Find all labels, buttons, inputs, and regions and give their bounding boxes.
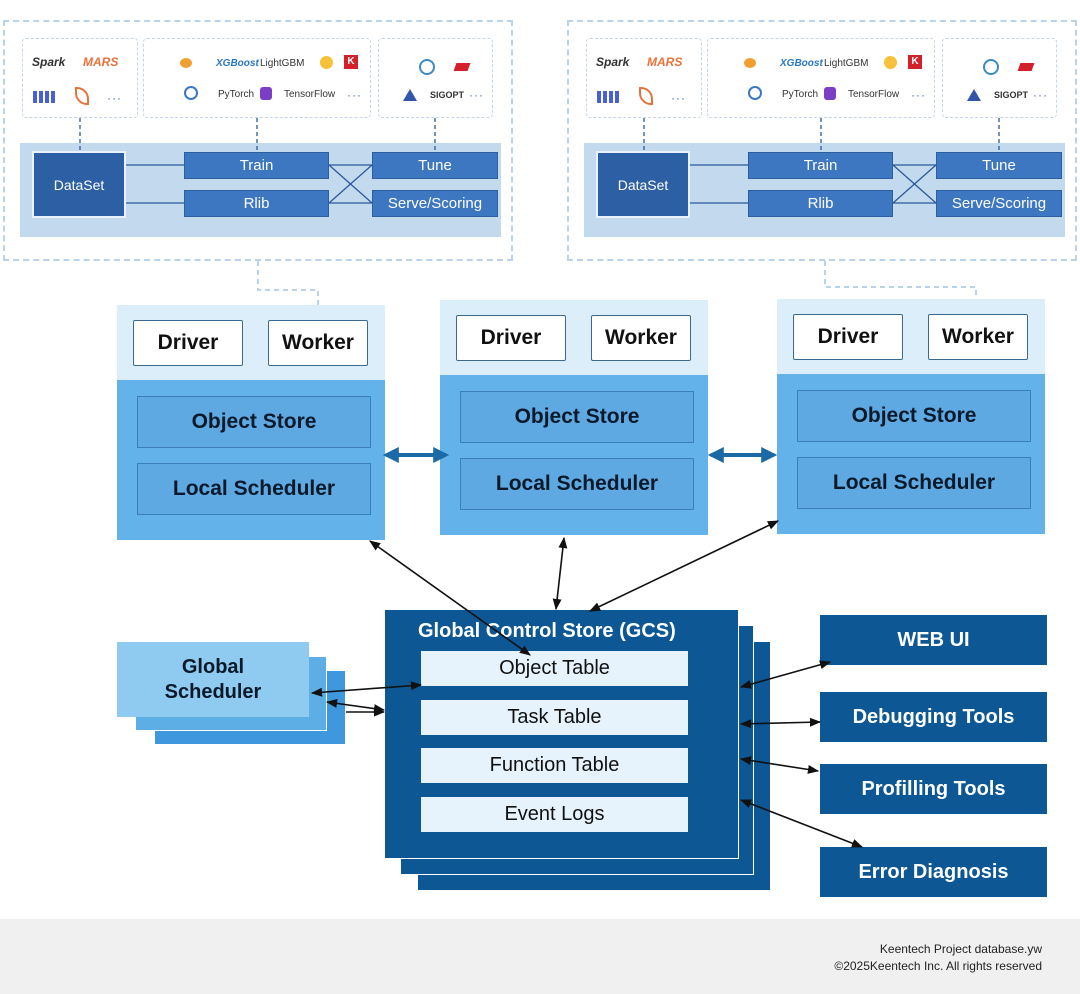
hexagon-icon <box>824 87 836 100</box>
function-table: Function Table <box>421 748 688 783</box>
profilling-tools-box: Profilling Tools <box>820 764 1047 814</box>
object-table: Object Table <box>421 651 688 686</box>
tune-box: Tune <box>936 152 1062 179</box>
spiral-icon <box>419 59 435 75</box>
jupyter-icon <box>180 58 192 68</box>
driver-box: Driver <box>133 320 243 366</box>
logo-group-left-1: Spark MARS ··· <box>22 38 138 118</box>
k-triangle-icon <box>403 89 417 101</box>
spiral-icon <box>983 59 999 75</box>
jupyter-icon <box>744 58 756 68</box>
local-scheduler-box: Local Scheduler <box>797 457 1031 509</box>
dataset-box: DataSet <box>32 151 126 218</box>
tensorflow-logo: TensorFlow <box>284 89 336 100</box>
sigopt-logo: SIGOPT <box>430 90 465 100</box>
spark-logo: Spark <box>32 55 66 69</box>
driver-box: Driver <box>456 315 566 361</box>
lightgbm-logo: LightGBM <box>260 58 305 69</box>
logo-group-middle-2: XGBoost LightGBM K PyTorch TensorFlow ··… <box>707 38 935 118</box>
ellipsis: ··· <box>671 91 686 105</box>
tune-box: Tune <box>372 152 498 179</box>
red-diamond-icon <box>1017 63 1035 71</box>
ray-icon <box>748 86 762 100</box>
dask-icon <box>597 91 621 103</box>
ellipsis: ··· <box>1033 88 1048 102</box>
web-ui-box: WEB UI <box>820 615 1047 665</box>
dask-icon <box>33 91 57 103</box>
red-diamond-icon <box>453 63 471 71</box>
ellipsis: ··· <box>347 88 362 102</box>
footer <box>0 919 1080 994</box>
worker-box: Worker <box>268 320 368 366</box>
serve-scoring-box: Serve/Scoring <box>936 190 1062 217</box>
footer-text: Keentech Project database.yw ©2025Keente… <box>642 941 1042 975</box>
error-diagnosis-box: Error Diagnosis <box>820 847 1047 897</box>
mars-logo: MARS <box>647 55 683 69</box>
xgboost-logo: XGBoost <box>216 58 259 69</box>
k-triangle-icon <box>967 89 981 101</box>
sigopt-logo: SIGOPT <box>994 90 1029 100</box>
logo-group-right-1: SIGOPT ··· <box>378 38 493 118</box>
ellipsis: ··· <box>911 88 926 102</box>
lightgbm-logo: LightGBM <box>824 58 869 69</box>
logo-group-middle-1: XGBoost LightGBM K PyTorch TensorFlow ··… <box>143 38 371 118</box>
footer-project-line: Keentech Project database.yw <box>879 942 1042 956</box>
ellipsis: ··· <box>469 88 484 102</box>
train-box: Train <box>184 152 329 179</box>
xgboost-logo: XGBoost <box>780 58 823 69</box>
spark-logo: Spark <box>596 55 630 69</box>
gcs-title: Global Control Store (GCS) <box>418 620 676 642</box>
local-scheduler-box: Local Scheduler <box>137 463 371 515</box>
pytorch-logo: PyTorch <box>782 89 819 100</box>
leaf-icon <box>75 87 89 105</box>
huggingface-icon <box>884 56 897 69</box>
hexagon-icon <box>260 87 272 100</box>
debugging-tools-box: Debugging Tools <box>820 692 1047 742</box>
keras-logo: K <box>908 55 922 69</box>
local-scheduler-box: Local Scheduler <box>460 458 694 510</box>
object-store-box: Object Store <box>137 396 371 448</box>
rlib-box: Rlib <box>184 190 329 217</box>
object-store-box: Object Store <box>797 390 1031 442</box>
logo-group-right-2: SIGOPT ··· <box>942 38 1057 118</box>
mars-logo: MARS <box>83 55 119 69</box>
train-box: Train <box>748 152 893 179</box>
object-store-box: Object Store <box>460 391 694 443</box>
leaf-icon <box>639 87 653 105</box>
global-scheduler: Global Scheduler <box>117 642 309 717</box>
ellipsis: ··· <box>107 91 122 105</box>
dataset-box: DataSet <box>596 151 690 218</box>
footer-copyright-line: ©2025Keentech Inc. All rights reserved <box>834 959 1042 973</box>
event-logs: Event Logs <box>421 797 688 832</box>
logo-group-left-2: Spark MARS ··· <box>586 38 702 118</box>
keras-logo: K <box>344 55 358 69</box>
serve-scoring-box: Serve/Scoring <box>372 190 498 217</box>
rlib-box: Rlib <box>748 190 893 217</box>
worker-box: Worker <box>928 314 1028 360</box>
task-table: Task Table <box>421 700 688 735</box>
pytorch-logo: PyTorch <box>218 89 255 100</box>
framework-panel-1 <box>3 20 513 261</box>
worker-box: Worker <box>591 315 691 361</box>
global-scheduler-label-line2: Scheduler <box>164 680 262 703</box>
ray-icon <box>184 86 198 100</box>
global-scheduler-label-line1: Global <box>181 655 245 678</box>
tensorflow-logo: TensorFlow <box>848 89 900 100</box>
huggingface-icon <box>320 56 333 69</box>
framework-panel-2 <box>567 20 1077 261</box>
driver-box: Driver <box>793 314 903 360</box>
